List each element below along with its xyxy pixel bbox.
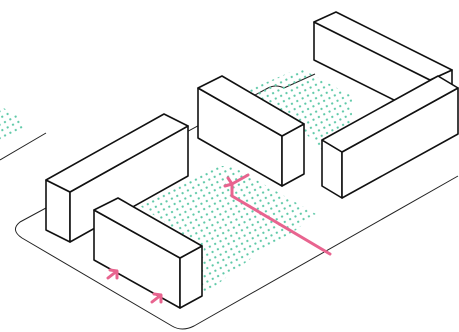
building-west-long-roof [45,113,189,193]
route-arrow-tip [223,176,234,188]
building-center-north [197,75,305,187]
entrance-markers [106,268,163,304]
adjacent-plot-edge [0,132,47,161]
route-arrow-head [230,173,250,186]
building-top-right-long-roof [313,11,453,81]
green-space-courtyard [248,68,352,150]
route-arrow [223,173,250,188]
entrance-arrow-icon [106,268,119,280]
buildings [45,11,459,309]
green-space-left [0,106,24,142]
building-right-wing [321,75,459,199]
entrance-arrow-icon [150,292,163,304]
building-south-front-roof [93,197,203,259]
green-spaces [140,68,352,296]
adjacent-plot-left [0,106,47,161]
pedestrian-route [230,182,332,256]
building-center-north-roof [197,75,305,137]
green-space-central [140,166,316,296]
building-right-wing-roof [321,75,459,153]
building-south-front [93,197,203,309]
